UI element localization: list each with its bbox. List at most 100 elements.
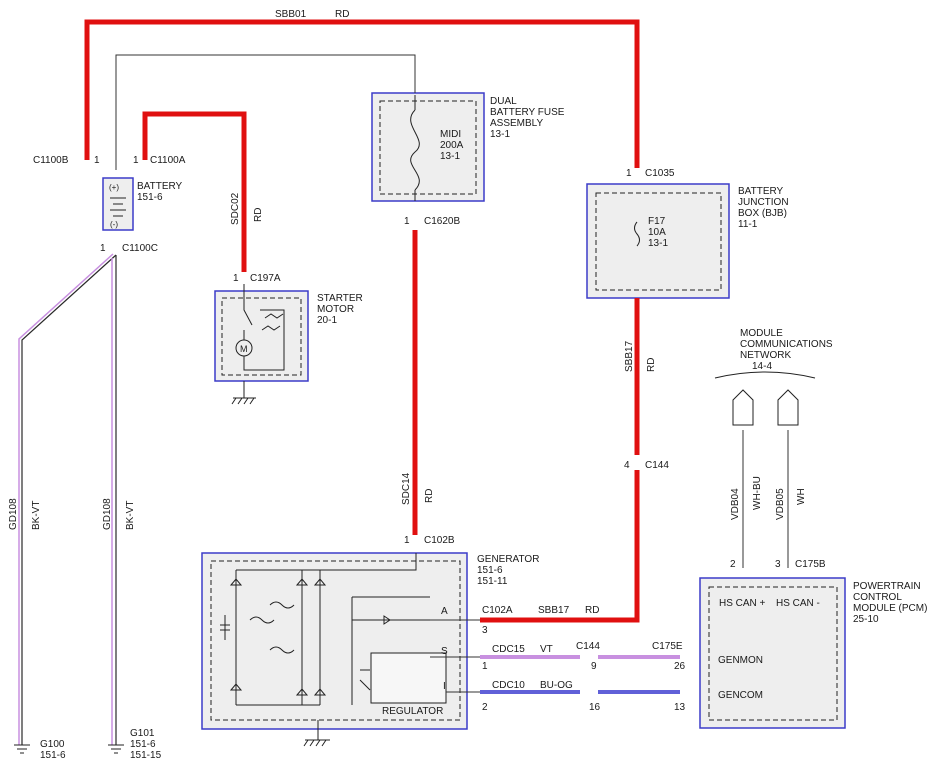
pcm-genmon: GENMON xyxy=(718,655,763,666)
fuse-assembly-ref: 13-1 xyxy=(490,129,510,140)
starter-line1: STARTER xyxy=(317,293,363,304)
pcm-ref: 25-10 xyxy=(853,614,879,625)
pin-c175b-3: 3 xyxy=(775,559,781,570)
gen-terminal-lines xyxy=(430,619,480,693)
label-sdc14: SDC14 xyxy=(401,472,412,505)
fuse-assembly-line3: ASSEMBLY xyxy=(490,118,543,129)
battery-symbol xyxy=(102,177,134,231)
conn-c1035: C1035 xyxy=(645,168,675,179)
conn-c1100a: C1100A xyxy=(150,155,186,166)
battery-plus: (+) xyxy=(109,183,119,192)
pin-gen-a: 3 xyxy=(482,625,488,636)
generator-term-i: I xyxy=(443,681,446,692)
ground-g100-symbol xyxy=(14,744,30,754)
label-sbb17-color: RD xyxy=(646,358,657,372)
starter-motor: M xyxy=(214,284,309,405)
pin-c1100b: 1 xyxy=(94,155,100,166)
svg-text:M: M xyxy=(240,344,248,354)
label-sbb17-b: SBB17 xyxy=(538,605,570,616)
label-sdc02-color: RD xyxy=(253,208,264,222)
conn-c175e: C175E xyxy=(652,641,683,652)
bjb-line3: BOX (BJB) xyxy=(738,208,787,219)
pcm-line3: MODULE (PCM) xyxy=(853,603,927,614)
battery-junction-box xyxy=(586,183,730,299)
label-vdb05-color: WH xyxy=(796,488,807,505)
fuse-assembly-line1: DUAL xyxy=(490,96,517,107)
conn-c197a: C197A xyxy=(250,273,281,284)
pin-c1100a: 1 xyxy=(133,155,139,166)
wire-gd108-a xyxy=(21,254,117,745)
wire-sdc02 xyxy=(142,111,247,272)
pin-c1620b: 1 xyxy=(404,216,410,227)
pcm-line1: POWERTRAIN xyxy=(853,581,921,592)
label-sdc14-color: RD xyxy=(424,489,435,503)
generator-name: GENERATOR xyxy=(477,554,539,565)
regulator-label: REGULATOR xyxy=(382,706,443,717)
label-cdc10-color: BU-OG xyxy=(540,680,573,691)
network-connector-left xyxy=(732,389,754,426)
dual-battery-fuse-assembly xyxy=(371,92,485,202)
f17-ref: 13-1 xyxy=(648,238,668,249)
label-cdc10: CDC10 xyxy=(492,680,525,691)
label-gd108-a-color: BK-VT xyxy=(31,501,42,530)
pin-c144-s: 9 xyxy=(591,661,597,672)
conn-c144-top: C144 xyxy=(645,460,669,471)
f17-rating: 10A xyxy=(648,227,666,238)
starter-ref: 20-1 xyxy=(317,315,337,326)
wire-sbb17-lower xyxy=(480,470,640,623)
bjb-ref: 11-1 xyxy=(738,219,758,230)
wire-gd108-a-stripe xyxy=(18,253,114,745)
network-connector-right xyxy=(777,389,799,426)
battery-ref: 151-6 xyxy=(137,192,163,203)
label-cdc15: CDC15 xyxy=(492,644,525,655)
pin-c1035: 1 xyxy=(626,168,632,179)
ground-g100-ref: 151-6 xyxy=(40,750,66,761)
battery-minus: (-) xyxy=(110,220,118,229)
wire-sbb01 xyxy=(84,19,640,168)
pin-c197a: 1 xyxy=(233,273,239,284)
pin-c175e-i: 13 xyxy=(674,702,686,713)
conn-c102a: C102A xyxy=(482,605,513,616)
pin-c144-top: 4 xyxy=(624,460,630,471)
conn-c175b: C175B xyxy=(795,559,826,570)
conn-c1100b: C1100B xyxy=(33,155,69,166)
network-bracket xyxy=(714,371,816,379)
ground-g101-name: G101 xyxy=(130,728,155,739)
generator-ref1: 151-6 xyxy=(477,565,503,576)
starter-line2: MOTOR xyxy=(317,304,354,315)
network-line3: NETWORK xyxy=(740,350,791,361)
network-line2: COMMUNICATIONS xyxy=(740,339,833,350)
label-sbb01-color: RD xyxy=(335,9,349,20)
conn-c1620b: C1620B xyxy=(424,216,460,227)
conn-c102b: C102B xyxy=(424,535,455,546)
pin-c144-i: 16 xyxy=(589,702,601,713)
label-gd108-b: GD108 xyxy=(102,498,113,530)
pcm-hs-can-plus: HS CAN + xyxy=(719,598,766,609)
midi-fuse-rating: 200A xyxy=(440,140,464,151)
bjb-line1: BATTERY xyxy=(738,186,784,197)
ground-g101-symbol xyxy=(108,744,124,754)
ground-g101-ref1: 151-6 xyxy=(130,739,156,750)
pin-c175e-s: 26 xyxy=(674,661,686,672)
pin-gen-i: 2 xyxy=(482,702,488,713)
battery-name: BATTERY xyxy=(137,181,183,192)
midi-fuse-name: MIDI xyxy=(440,129,461,140)
pcm-box xyxy=(699,577,846,729)
ground-g100-name: G100 xyxy=(40,739,65,750)
generator-term-s: S xyxy=(441,646,448,657)
pcm-line2: CONTROL xyxy=(853,592,902,603)
label-gd108-a: GD108 xyxy=(8,498,19,530)
label-vdb05: VDB05 xyxy=(775,488,786,520)
pcm-hs-can-minus: HS CAN - xyxy=(776,598,820,609)
label-sbb17: SBB17 xyxy=(624,340,635,372)
network-line1: MODULE xyxy=(740,328,783,339)
label-gd108-b-color: BK-VT xyxy=(125,501,136,530)
generator-box xyxy=(201,552,468,747)
f17-name: F17 xyxy=(648,216,666,227)
label-vdb04-color: WH-BU xyxy=(752,476,763,510)
pcm-gencom: GENCOM xyxy=(718,690,763,701)
pin-gen-s: 1 xyxy=(482,661,488,672)
midi-fuse-ref: 13-1 xyxy=(440,151,460,162)
label-cdc15-color: VT xyxy=(540,644,553,655)
